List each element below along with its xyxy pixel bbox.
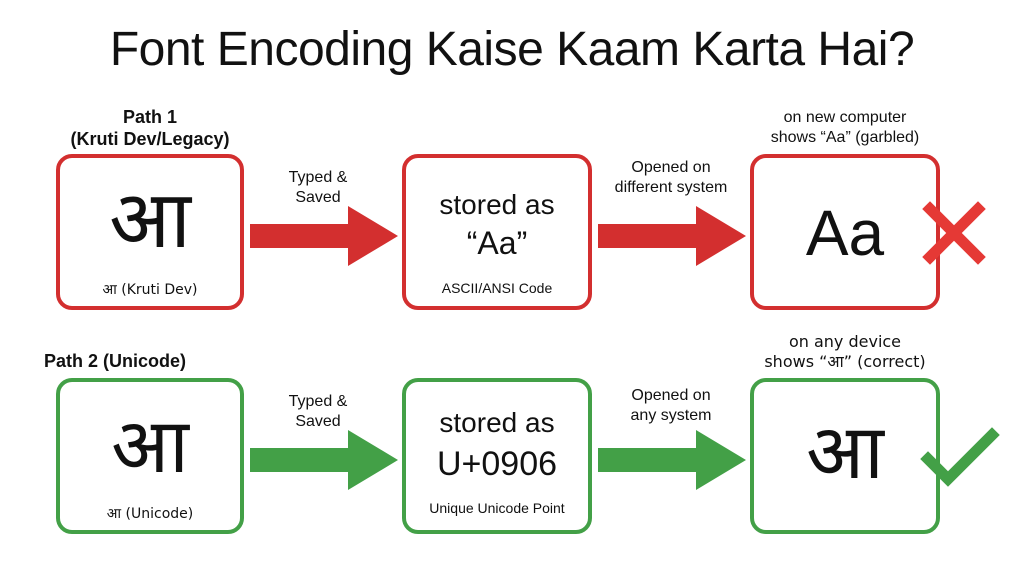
path1-output-caption-line2: shows “Aa” (garbled): [770, 129, 920, 146]
path2-arrow1: [250, 430, 398, 490]
path1-input-box: आ आ (Kruti Dev): [56, 154, 244, 310]
path1-stored-caption: ASCII/ANSI Code: [441, 280, 553, 296]
path2-output-caption-line2: shows “आ” (correct): [764, 352, 926, 371]
path2-input-char: आ: [111, 401, 189, 490]
page-title: Font Encoding Kaise Kaam Karta Hai?: [109, 23, 915, 76]
path1-arrow1: [250, 206, 398, 266]
path1-output-caption: on new computer shows “Aa” (garbled): [740, 108, 950, 148]
path2-input-box: आ आ (Unicode): [56, 378, 244, 534]
path1-arrow1-label-line1: Typed &: [288, 169, 348, 186]
path2-arrow2-label-line2: any system: [630, 407, 712, 424]
path1-arrow2-label: Opened on different system: [596, 158, 746, 198]
path1-arrow2: [598, 206, 746, 266]
path1-arrow1-label-line2: Saved: [295, 189, 341, 206]
cross-icon: [922, 201, 986, 265]
check-icon: [920, 427, 1000, 487]
path2-arrow1-label-line2: Saved: [295, 413, 341, 430]
path2-arrow2-label-line1: Opened on: [631, 387, 711, 404]
path2-label: Path 2 (Unicode): [44, 351, 187, 371]
path1-label-line1: Path 1: [122, 107, 178, 127]
path2-output-caption: on any device shows “आ” (correct): [740, 332, 950, 372]
path1-stored-line2: “Aa”: [466, 225, 528, 261]
path2-output-caption-line1: on any device: [788, 332, 902, 351]
path1-stored-line1: stored as: [439, 189, 555, 220]
path2-stored-box: stored as U+0906 Unique Unicode Point: [402, 378, 592, 534]
path1-input-caption: आ (Kruti Dev): [102, 282, 198, 298]
path1-input-char: आ: [109, 173, 191, 266]
path2-stored-caption: Unique Unicode Point: [429, 500, 565, 516]
path1-label-line2: (Kruti Dev/Legacy): [70, 129, 230, 149]
path2-input-caption: आ (Unicode): [106, 506, 194, 522]
path1-arrow2-label-line1: Opened on: [631, 159, 711, 176]
path2-arrow2-label: Opened on any system: [596, 386, 746, 426]
path2-arrow1-label-line1: Typed &: [288, 393, 348, 410]
path2-stored-line2: U+0906: [436, 445, 558, 483]
path2-output-text: आ: [806, 407, 884, 496]
path1-output-text: Aa: [805, 197, 885, 269]
path1-arrow1-label: Typed & Saved: [258, 168, 378, 208]
path1-arrow2-label-line2: different system: [614, 179, 728, 196]
path2-output-box: आ: [750, 378, 940, 534]
path2-arrow2: [598, 430, 746, 490]
path1-stored-box: stored as “Aa” ASCII/ANSI Code: [402, 154, 592, 310]
path2-arrow1-label: Typed & Saved: [258, 392, 378, 432]
path1-output-caption-line1: on new computer: [783, 109, 907, 126]
path1-output-box: Aa: [750, 154, 940, 310]
path2-stored-line1: stored as: [439, 407, 555, 438]
path1-label: Path 1 (Kruti Dev/Legacy): [50, 106, 250, 150]
